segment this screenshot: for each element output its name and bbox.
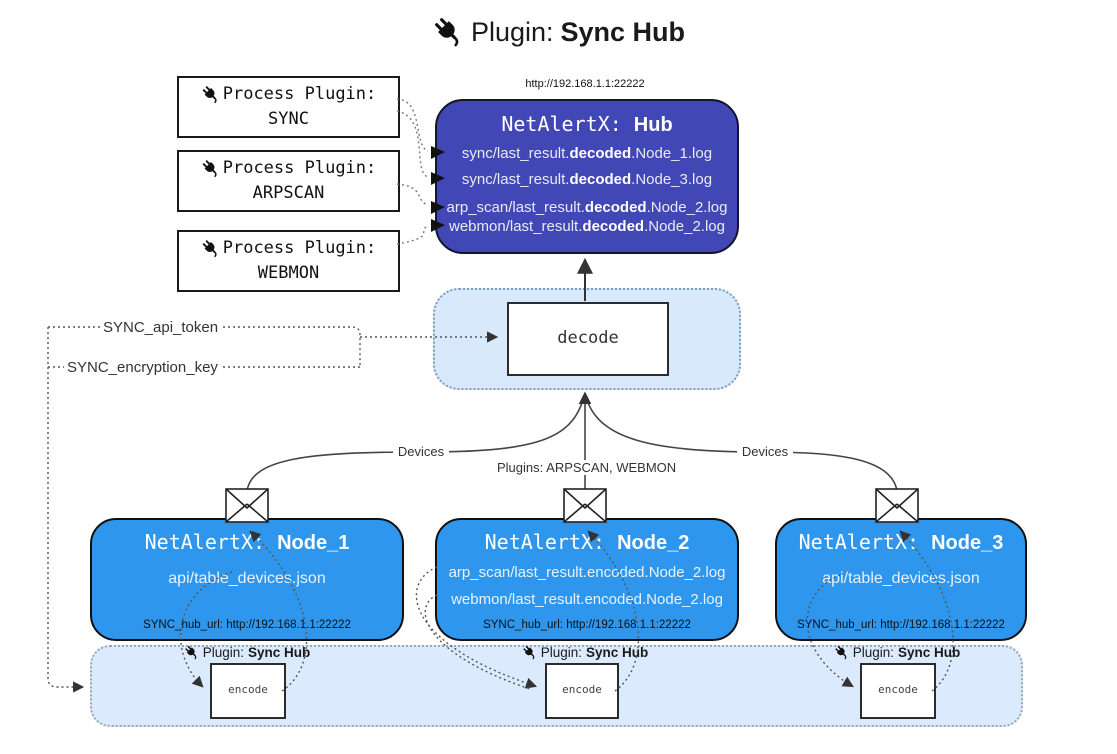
node-file-line: api/table_devices.json (822, 570, 980, 587)
encode-box-1: encode (210, 663, 286, 719)
hub-title-name: Hub (633, 114, 673, 136)
sync-api-token-label: SYNC_api_token (100, 319, 222, 336)
page-title: Plugin: Sync Hub (0, 16, 1117, 48)
node-file-line: webmon/last_result.encoded.Node_2.log (451, 591, 723, 608)
plug-icon (835, 645, 847, 660)
plug-icon (185, 645, 197, 660)
hub-title-prefix: NetAlertX: (501, 112, 634, 136)
node-hub-url: SYNC_hub_url: http://192.168.1.1:22222 (797, 619, 1005, 631)
devices-label-right: Devices (737, 444, 793, 459)
encode-plugin-label-1: Plugin: Sync Hub (162, 645, 332, 660)
process-plugin-label: Process Plugin: (222, 84, 377, 105)
node-box-1: NetAlertX: Node_1 api/table_devices.json… (90, 518, 404, 641)
node-title: NetAlertX: Node_1 (144, 530, 350, 554)
hub-log-line: sync/last_result.decoded.Node_1.log (461, 145, 713, 162)
hub-box: NetAlertX: Hub sync/last_result.decoded.… (435, 99, 739, 254)
plugin-to-hub-dotted (396, 98, 429, 245)
process-plugin-label-row: Process Plugin: (201, 156, 377, 181)
node-hub-url: SYNC_hub_url: http://192.168.1.1:22222 (483, 619, 691, 631)
node-box-2: NetAlertX: Node_2 arp_scan/last_result.e… (435, 518, 739, 641)
process-plugin-label: Process Plugin: (222, 158, 377, 179)
node-title: NetAlertX: Node_3 (798, 530, 1004, 554)
page-title-name: Sync Hub (560, 16, 686, 47)
process-plugin-label-row: Process Plugin: (201, 82, 377, 107)
process-plugin-box-arpscan: Process Plugin: ARPSCAN (177, 150, 400, 212)
process-plugin-box-sync: Process Plugin: SYNC (177, 76, 400, 138)
decode-box: decode (507, 302, 669, 376)
plug-icon (434, 18, 459, 47)
plug-icon (202, 86, 217, 104)
hub-log-line: arp_scan/last_result.decoded.Node_2.log (446, 199, 728, 216)
plug-icon (202, 160, 217, 178)
plugins-label-center: Plugins: ARPSCAN, WEBMON (497, 460, 677, 475)
devices-label-left: Devices (393, 444, 449, 459)
hub-url-label: http://192.168.1.1:22222 (525, 78, 645, 90)
node-file-line: arp_scan/last_result.encoded.Node_2.log (448, 564, 726, 581)
process-plugin-label: Process Plugin: (222, 238, 377, 259)
sync-encryption-key-label: SYNC_encryption_key (64, 359, 221, 376)
node-box-3: NetAlertX: Node_3 api/table_devices.json… (775, 518, 1027, 641)
process-plugin-name: SYNC (268, 109, 309, 129)
encode-plugin-label-3: Plugin: Sync Hub (812, 645, 982, 660)
hub-title: NetAlertX: Hub (437, 112, 737, 137)
plug-icon (202, 240, 217, 258)
hub-log-line: sync/last_result.decoded.Node_3.log (461, 171, 713, 188)
process-plugin-name: WEBMON (257, 263, 320, 283)
process-plugin-name: ARPSCAN (252, 183, 325, 203)
encode-plugin-label-2: Plugin: Sync Hub (500, 645, 670, 660)
process-plugin-box-webmon: Process Plugin: WEBMON (177, 230, 400, 292)
page-title-prefix: Plugin: (470, 16, 554, 47)
node-file-line: api/table_devices.json (168, 570, 326, 587)
node-title: NetAlertX: Node_2 (484, 530, 690, 554)
plug-icon (523, 645, 535, 660)
node-hub-url: SYNC_hub_url: http://192.168.1.1:22222 (143, 619, 351, 631)
encode-box-3: encode (860, 663, 936, 719)
hub-log-line: webmon/last_result.decoded.Node_2.log (449, 218, 725, 235)
process-plugin-label-row: Process Plugin: (201, 236, 377, 261)
encode-box-2: encode (545, 663, 619, 719)
